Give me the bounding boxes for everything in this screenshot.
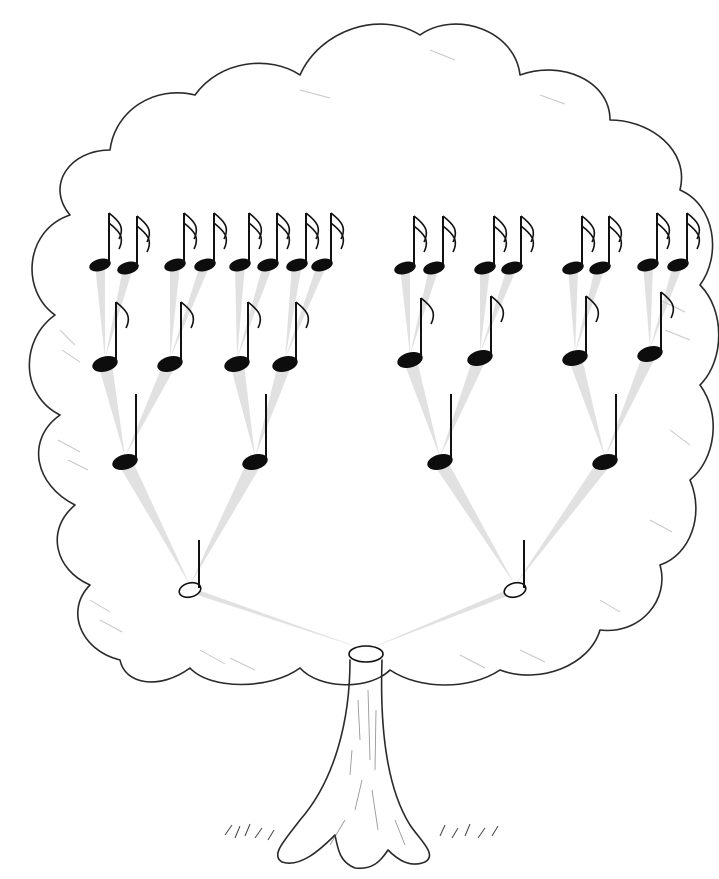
- beam: [568, 358, 605, 457]
- sixteenth-note: [88, 213, 122, 274]
- eighth-note: [396, 298, 434, 371]
- eighth-note: [223, 302, 261, 375]
- beam: [190, 462, 263, 585]
- beam: [650, 265, 683, 349]
- beam: [605, 354, 657, 457]
- sixteenth-note: [422, 216, 456, 277]
- beam: [285, 265, 302, 359]
- beam: [95, 265, 105, 359]
- sixteenth-note: [636, 213, 670, 274]
- sixteenth-note: [500, 216, 534, 277]
- beam: [440, 358, 487, 457]
- quarter-note: [426, 394, 455, 473]
- beam: [432, 462, 515, 585]
- beam: [400, 268, 410, 355]
- beam: [366, 590, 523, 650]
- beam: [643, 265, 653, 349]
- beam: [575, 268, 605, 353]
- sixteenth-note: [588, 216, 622, 277]
- beam: [255, 364, 292, 457]
- beam: [125, 364, 177, 457]
- sixteenth-note: [393, 216, 427, 277]
- sixteenth-note: [163, 213, 197, 274]
- tree-canopy: [29, 24, 718, 685]
- beam: [403, 360, 440, 457]
- eighth-note: [561, 296, 599, 369]
- quarter-note: [591, 394, 620, 473]
- beam: [98, 364, 125, 457]
- notes-layer: [88, 213, 700, 600]
- beam: [235, 265, 245, 359]
- sixteenth-note: [561, 216, 595, 277]
- beam: [105, 268, 133, 359]
- sixteenth-note: [666, 213, 700, 274]
- sixteenth-note: [228, 213, 262, 274]
- grass: [225, 824, 498, 840]
- beam: [515, 462, 613, 585]
- beam: [182, 590, 366, 650]
- sixteenth-note: [193, 213, 227, 274]
- trunk-top-ellipse: [349, 646, 383, 662]
- beam: [410, 268, 439, 355]
- beam: [117, 462, 190, 585]
- sixteenth-note: [473, 216, 507, 277]
- beam: [568, 268, 578, 353]
- beam: [230, 364, 255, 457]
